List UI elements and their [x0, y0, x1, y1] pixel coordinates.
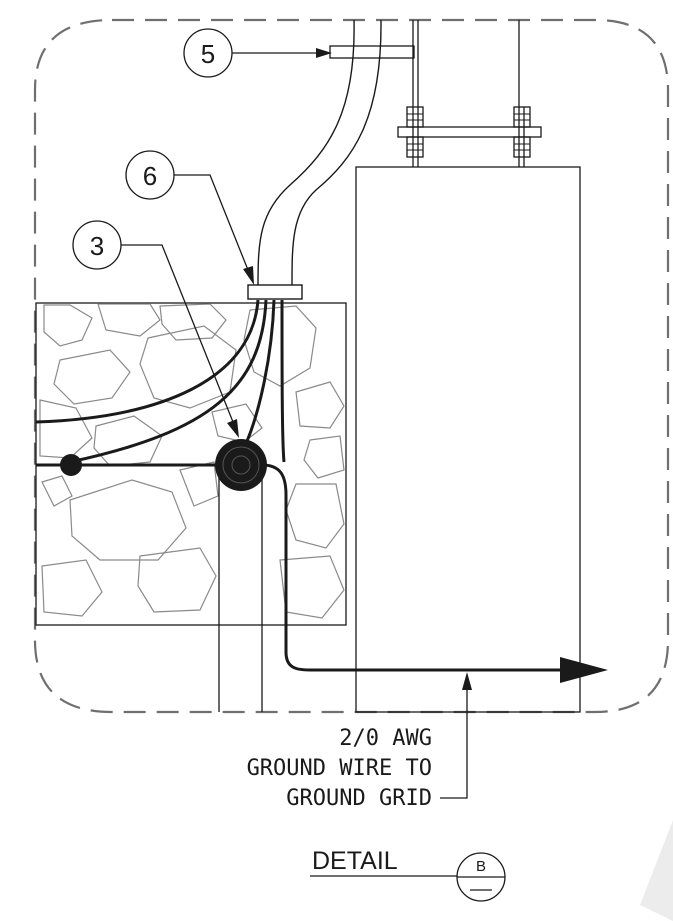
detail-tag: B: [476, 858, 486, 875]
detail-boundary-dashed: [33, 18, 670, 714]
note-line-2: GROUND WIRE TO: [247, 756, 432, 781]
detail-title-block: DETAIL B: [310, 847, 506, 902]
small-connector: [60, 454, 82, 476]
ground-grid-arrowhead: [560, 657, 608, 683]
corner-watermark: [640, 820, 673, 921]
note-line-1: 2/0 AWG: [339, 726, 432, 751]
ground-wire-leader: [440, 672, 472, 799]
main-ground-connection: [215, 439, 267, 491]
note-line-3: GROUND GRID: [286, 786, 432, 811]
callout-3-label: 3: [90, 231, 104, 261]
conduit-bushing: [247, 284, 303, 300]
ground-rod: [218, 470, 263, 712]
callout-5-label: 5: [201, 39, 215, 69]
conduit-clamp: [329, 45, 415, 59]
callout-5: 5: [183, 28, 332, 78]
conduit: [257, 19, 382, 286]
support-bracket: [397, 20, 542, 167]
callout-3: 3: [72, 220, 239, 438]
callout-6-label: 6: [143, 161, 157, 191]
detail-title: DETAIL: [312, 847, 398, 875]
equipment-body: [355, 166, 581, 713]
callout-6: 6: [125, 150, 254, 285]
